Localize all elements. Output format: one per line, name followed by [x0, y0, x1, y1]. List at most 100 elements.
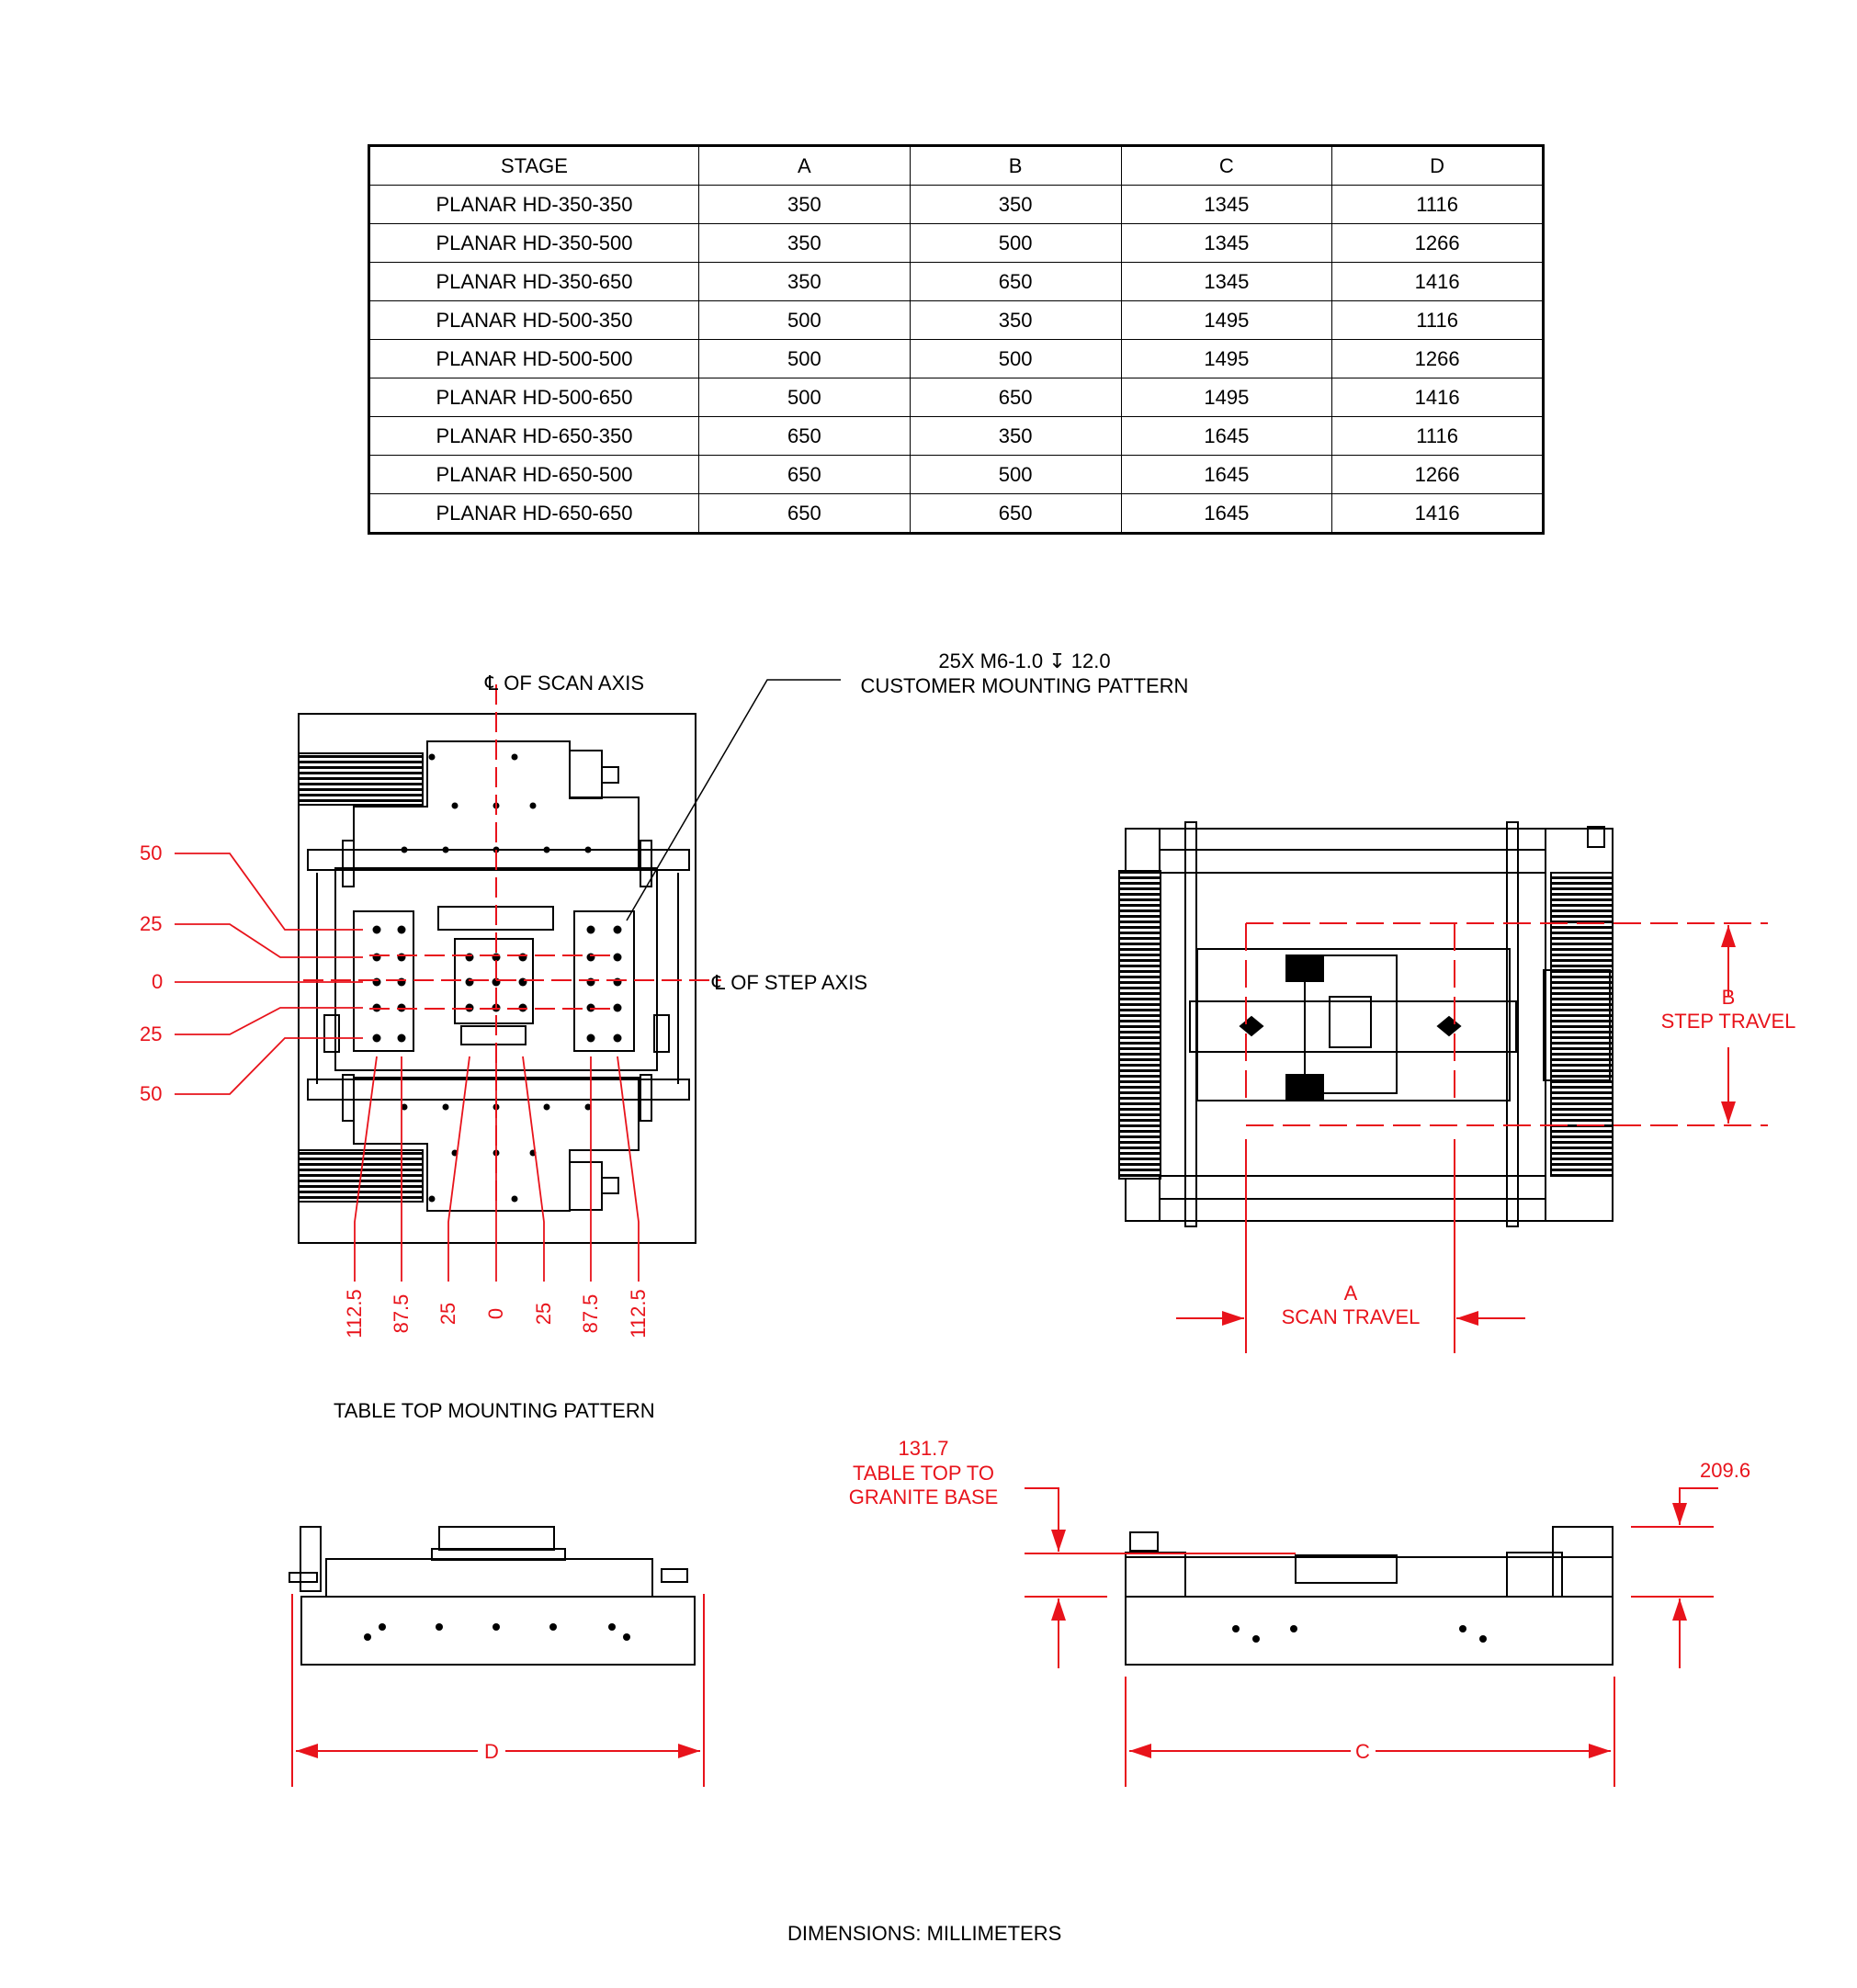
table-cell: 650 — [698, 493, 911, 534]
mounting-hole — [451, 802, 459, 809]
mounting-hole — [397, 925, 406, 934]
mounting-hole — [613, 953, 622, 962]
table-cell: 650 — [698, 416, 911, 456]
mounting-hole — [518, 953, 527, 962]
column-header: C — [1120, 145, 1333, 186]
table-cell: 500 — [698, 300, 911, 340]
dim-left-25-bottom: 25 — [140, 1022, 163, 1045]
table-cell: 1266 — [1331, 223, 1544, 263]
mounting-hole — [442, 1103, 449, 1111]
mounting-hole — [586, 1034, 595, 1043]
mounting-callout-line1: 25X M6-1.0 ↧ 12.0 — [938, 649, 1111, 672]
column-header: D — [1331, 145, 1544, 186]
table-top-height-line2: GRANITE BASE — [848, 1485, 999, 1508]
left-side-view — [289, 1526, 696, 1666]
dim-bottom-112-5-right: 112.5 — [627, 1289, 650, 1339]
mounting-hole — [465, 977, 474, 987]
table-cell: 650 — [909, 493, 1122, 534]
table-cell: 1495 — [1120, 378, 1333, 417]
column-header: A — [698, 145, 911, 186]
scan-travel-label: SCAN TRAVEL — [1281, 1305, 1421, 1328]
mounting-hole — [372, 953, 381, 962]
table-cell: 350 — [909, 416, 1122, 456]
dim-bottom-87-5-left: 87.5 — [390, 1293, 413, 1334]
centerlines — [303, 684, 721, 1208]
mounting-hole — [613, 1003, 622, 1012]
table-cell: PLANAR HD-650-350 — [368, 416, 699, 456]
table-cell: PLANAR HD-500-350 — [368, 300, 699, 340]
step-axis-label: ℄ OF STEP AXIS — [712, 971, 867, 994]
table-cell: 1416 — [1331, 493, 1544, 534]
table-cell: 1116 — [1331, 300, 1544, 340]
right-top-view — [1118, 821, 1614, 1227]
dim-bottom-0: 0 — [484, 1307, 507, 1320]
mounting-hole — [428, 1195, 436, 1203]
mounting-hole — [613, 925, 622, 934]
table-cell: 1116 — [1331, 416, 1544, 456]
right-side-holes — [1232, 1625, 1487, 1643]
mounting-hole — [584, 846, 592, 853]
table-cell: PLANAR HD-350-500 — [368, 223, 699, 263]
mounting-hole — [397, 1034, 406, 1043]
table-cell: 500 — [909, 339, 1122, 378]
column-header: STAGE — [368, 145, 699, 186]
right-dim-lines — [1176, 925, 1736, 1353]
table-cell: PLANAR HD-350-350 — [368, 185, 699, 224]
table-cell: 350 — [698, 262, 911, 301]
dim-bottom-87-5-right: 87.5 — [579, 1293, 602, 1334]
mounting-hole — [428, 753, 436, 761]
mounting-hole — [372, 1034, 381, 1043]
table-cell: 500 — [909, 223, 1122, 263]
table-cell: 1266 — [1331, 339, 1544, 378]
mounting-hole — [613, 1034, 622, 1043]
scan-travel-letter: A — [1343, 1282, 1358, 1305]
right-side-view — [1125, 1526, 1614, 1666]
table-cell: 350 — [698, 185, 911, 224]
dim-left-0: 0 — [152, 970, 164, 993]
left-dim-leaders — [175, 853, 363, 1095]
table-cell: PLANAR HD-500-650 — [368, 378, 699, 417]
mounting-hole — [543, 1103, 550, 1111]
table-cell: 1266 — [1331, 455, 1544, 494]
table-cell: 1345 — [1120, 223, 1333, 263]
mounting-hole — [442, 846, 449, 853]
table-cell: 350 — [909, 185, 1122, 224]
dim-left-50-bottom: 50 — [140, 1082, 163, 1105]
mounting-hole — [586, 977, 595, 987]
width-d-label: D — [484, 1740, 499, 1763]
dim-bottom-25-left: 25 — [436, 1302, 459, 1326]
table-cell: 1645 — [1120, 416, 1333, 456]
step-travel-label: STEP TRAVEL — [1660, 1010, 1796, 1033]
c-dimension — [1125, 1677, 1615, 1787]
table-cell: 650 — [909, 378, 1122, 417]
mounting-hole — [401, 1103, 408, 1111]
column-header: B — [909, 145, 1122, 186]
table-cell: 1495 — [1120, 300, 1333, 340]
table-cell: 500 — [698, 339, 911, 378]
width-c-label: C — [1355, 1740, 1370, 1763]
table-cell: 650 — [698, 455, 911, 494]
table-top-height-value: 131.7 — [898, 1437, 949, 1460]
mounting-hole — [372, 925, 381, 934]
dim-left-50-top: 50 — [140, 842, 163, 864]
table-cell: 1645 — [1120, 493, 1333, 534]
mounting-hole — [584, 1103, 592, 1111]
mounting-leader — [626, 679, 841, 921]
units-note: DIMENSIONS: MILLIMETERS — [787, 1922, 1062, 1945]
table-cell: 500 — [909, 455, 1122, 494]
table-cell: 1345 — [1120, 185, 1333, 224]
mounting-hole — [511, 753, 518, 761]
mounting-hole — [613, 977, 622, 987]
mounting-hole — [397, 953, 406, 962]
right-centerlines — [1245, 922, 1768, 1126]
table-cell: 1416 — [1331, 378, 1544, 417]
table-cell: 650 — [909, 262, 1122, 301]
table-cell: 1645 — [1120, 455, 1333, 494]
table-cell: 350 — [909, 300, 1122, 340]
